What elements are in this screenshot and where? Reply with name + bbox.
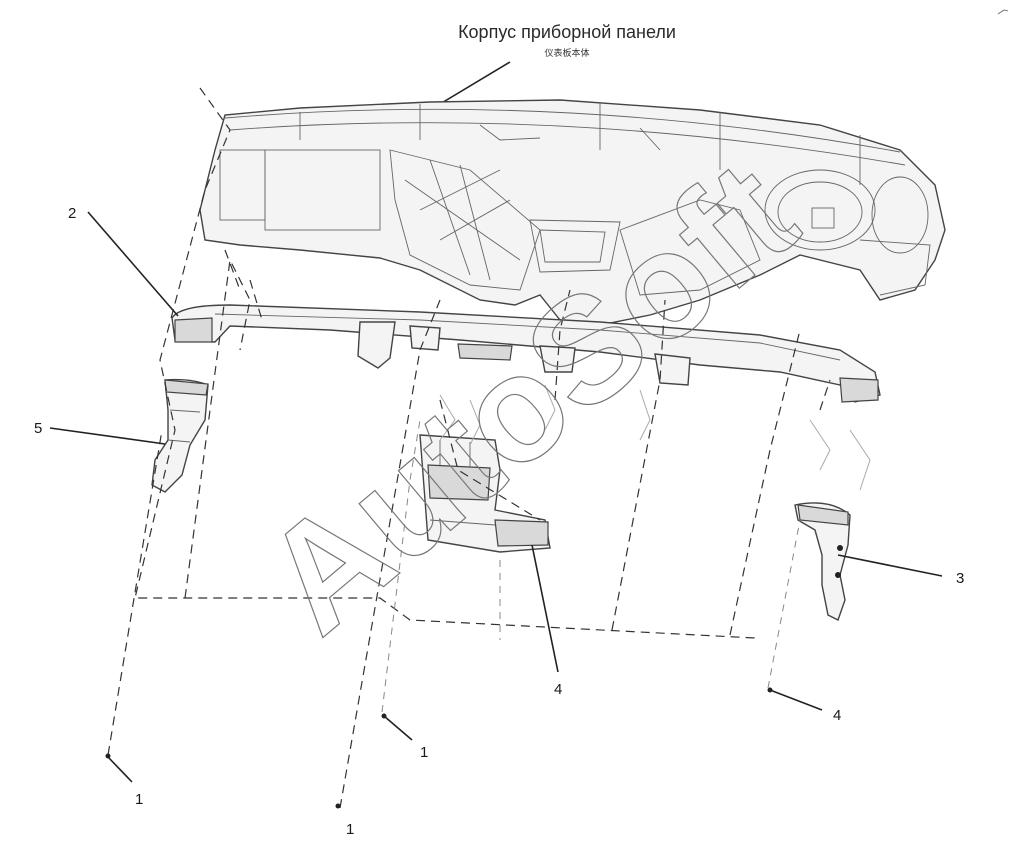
callout-1-left: 1 — [135, 791, 143, 808]
center-duct — [419, 394, 551, 553]
air-duct-assembly — [171, 304, 881, 403]
diagram-title: Корпус приборной панели — [458, 22, 676, 42]
callout-3: 3 — [956, 570, 964, 587]
diagram-subtitle: 仪表板本体 — [544, 47, 589, 59]
assembly-dashed-lines — [107, 87, 871, 809]
instrument-panel-body — [199, 99, 946, 326]
corner-mark — [997, 9, 1009, 15]
callout-1-center: 1 — [420, 744, 428, 761]
callout-2: 2 — [68, 205, 76, 222]
left-side-duct — [151, 378, 209, 493]
callout-5: 5 — [34, 420, 42, 437]
right-side-duct — [794, 502, 851, 621]
callout-4-right: 4 — [833, 707, 841, 724]
callout-1-bottom: 1 — [346, 821, 354, 838]
callout-4-center: 4 — [554, 681, 562, 698]
callout-leaders — [49, 211, 943, 809]
